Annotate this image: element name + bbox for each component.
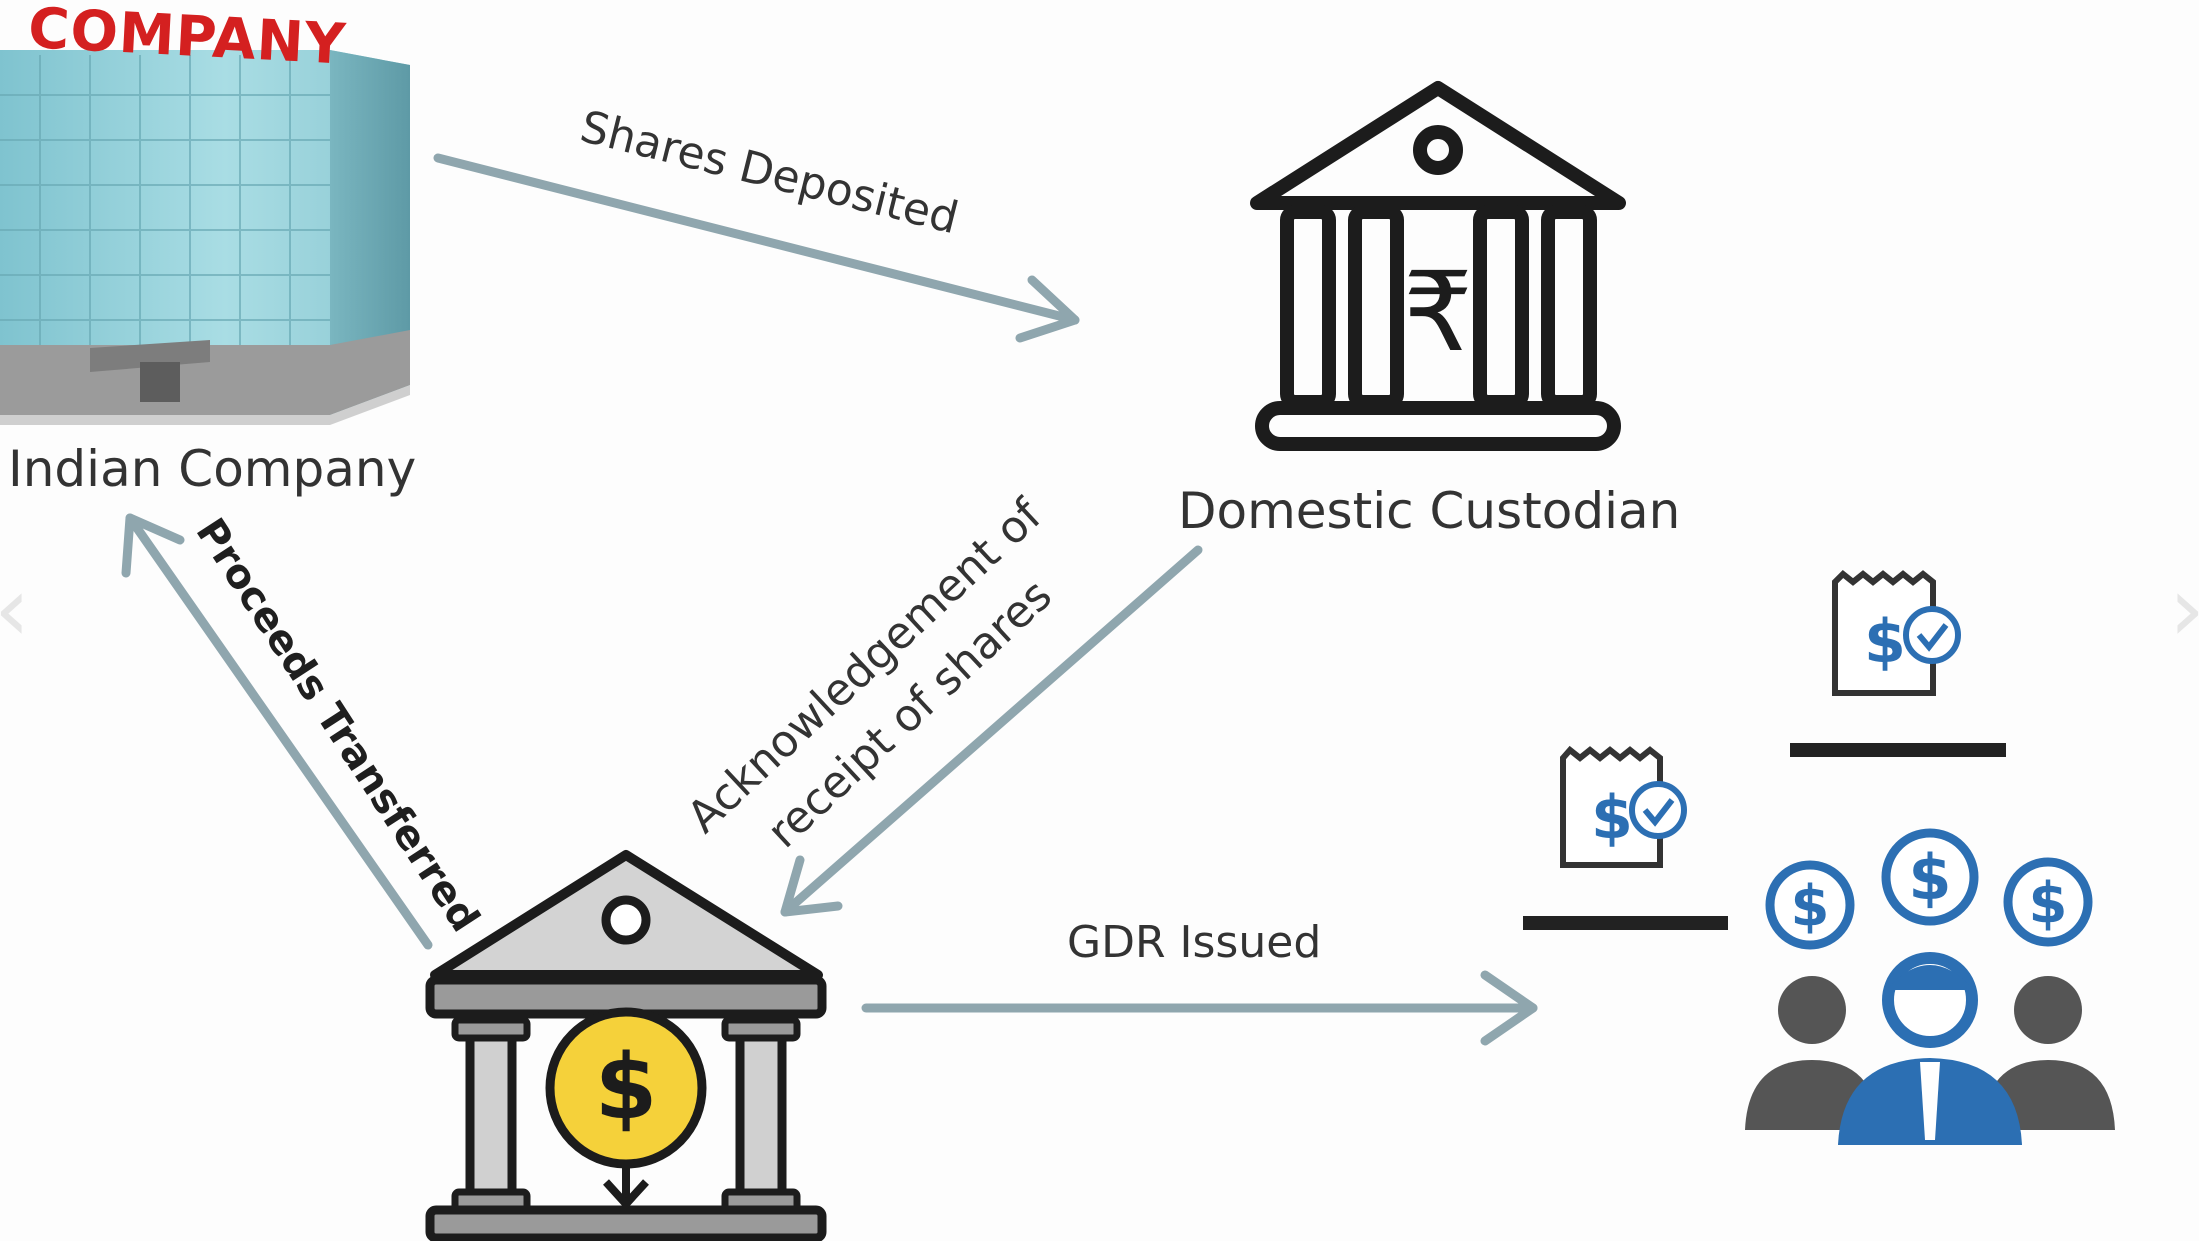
proceeds-transferred-arrow	[121, 513, 433, 950]
coin-dollar-icons: $ $ $	[1791, 841, 2068, 939]
svg-text:$: $	[1591, 783, 1633, 853]
dollar-certificate-icon: $	[1790, 569, 2006, 757]
shares-deposited-arrow	[433, 153, 1080, 343]
shares-deposited-label: Shares Deposited	[575, 101, 963, 244]
dollar-symbol: $	[595, 1035, 658, 1140]
company-building-icon	[0, 50, 410, 425]
svg-text:$: $	[1791, 874, 1830, 939]
dollar-certificate-icon: $	[1523, 745, 1728, 930]
dollar-bank-icon	[425, 850, 827, 1241]
svg-text:$: $	[2029, 871, 2068, 936]
svg-text:$: $	[1864, 607, 1906, 677]
rupee-symbol: ₹	[1403, 248, 1473, 376]
acknowledgement-arrow	[780, 545, 1203, 917]
carousel-prev-arrow[interactable]: ‹	[0, 560, 32, 660]
carousel-next-arrow[interactable]: ›	[2167, 560, 2199, 660]
investors-group-icon	[1745, 828, 2115, 1145]
gdr-issued-label: GDR Issued	[1067, 917, 1321, 968]
gdr-issued-arrow	[861, 970, 1538, 1046]
indian-company-label: Indian Company	[8, 440, 416, 498]
svg-text:$: $	[1908, 841, 1951, 914]
domestic-custodian-label: Domestic Custodian	[1178, 482, 1680, 540]
rupee-bank-icon	[1250, 81, 1626, 451]
proceeds-transferred-label: Proceeds Transferred	[187, 510, 488, 940]
